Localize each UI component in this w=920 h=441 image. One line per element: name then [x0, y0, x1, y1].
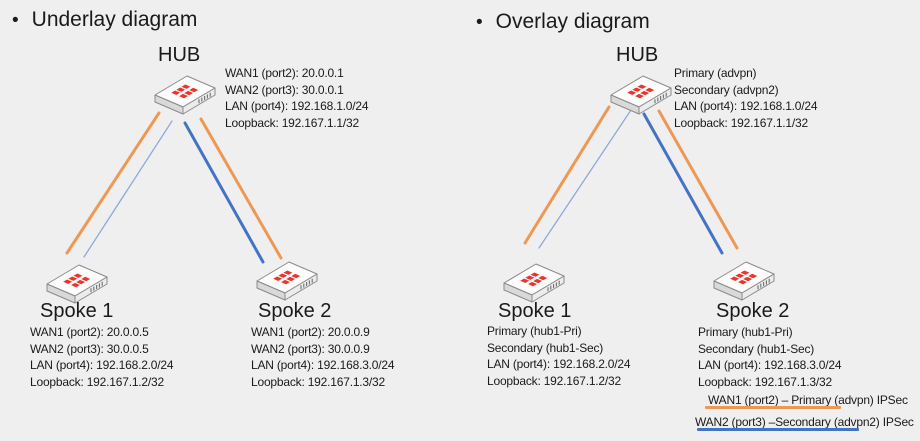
underlay-title-text: Underlay diagram	[31, 8, 198, 31]
legend-item-primary: WAN1 (port2) – Primary (advpn) IPSec	[708, 393, 908, 407]
info-line: Secondary (hub1-Sec)	[487, 340, 604, 355]
bullet-icon: •	[476, 12, 483, 33]
overlay-hub-label: HUB	[616, 44, 659, 66]
router-icon	[608, 71, 674, 117]
router-icon	[501, 259, 567, 305]
info-line: WAN1 (port2): 20.0.0.1	[225, 66, 344, 80]
overlay-spoke1-primary-tunnel-link	[523, 105, 611, 245]
info-line: LAN (port4): 192.168.1.0/24	[674, 99, 818, 113]
underlay-hub-info: WAN1 (port2): 20.0.0.1 WAN2 (port3): 30.…	[225, 65, 369, 131]
overlay-spoke1-info: Primary (hub1-Pri) Secondary (hub1-Sec) …	[487, 323, 631, 389]
underlay-spoke1-info: WAN1 (port2): 20.0.0.5 WAN2 (port3): 30.…	[30, 324, 174, 390]
info-line: Primary (hub1-Pri)	[698, 325, 793, 339]
underlay-title: • Underlay diagram	[12, 8, 197, 32]
legend-primary-color-bar	[705, 406, 841, 409]
info-line: LAN (port4): 192.168.3.0/24	[251, 358, 395, 372]
info-line: WAN1 (port2): 20.0.0.5	[30, 325, 149, 339]
overlay-spoke1-secondary-tunnel-link	[538, 109, 632, 249]
underlay-spoke1-wan2-secondary-link	[83, 120, 173, 258]
underlay-spoke2-wan1-primary-link	[199, 117, 283, 260]
legend-secondary-color-bar	[697, 428, 859, 431]
underlay-spoke2-wan2-secondary-link	[183, 121, 265, 264]
info-line: Loopback: 192.167.1.1/32	[225, 115, 359, 130]
info-line: WAN1 (port2): 20.0.0.9	[251, 325, 370, 339]
info-line: Secondary (hub1-Sec)	[698, 341, 815, 356]
info-line: LAN (port4): 192.168.1.0/24	[225, 99, 369, 113]
info-line: LAN (port4): 192.168.3.0/24	[698, 358, 842, 372]
overlay-spoke2-secondary-tunnel-link	[642, 112, 724, 255]
overlay-title-text: Overlay diagram	[495, 10, 650, 33]
overlay-spoke2-label: Spoke 2	[716, 300, 790, 322]
underlay-spoke1-wan1-primary-link	[65, 111, 161, 255]
overlay-spoke1-label: Spoke 1	[498, 300, 572, 322]
info-line: Loopback: 192.167.1.2/32	[30, 374, 164, 389]
info-line: LAN (port4): 192.168.2.0/24	[30, 358, 174, 372]
info-line: LAN (port4): 192.168.2.0/24	[487, 357, 631, 371]
bullet-icon: •	[12, 10, 19, 31]
info-line: Primary (advpn)	[674, 66, 757, 80]
info-line: Loopback: 192.167.1.1/32	[674, 115, 808, 130]
router-icon	[254, 257, 320, 303]
underlay-spoke2-info: WAN1 (port2): 20.0.0.9 WAN2 (port3): 30.…	[251, 324, 395, 390]
overlay-spoke2-info: Primary (hub1-Pri) Secondary (hub1-Sec) …	[698, 324, 842, 390]
info-line: Secondary (advpn2)	[674, 82, 779, 97]
info-line: WAN2 (port3): 30.0.0.5	[30, 341, 149, 356]
info-line: WAN2 (port3): 30.0.0.9	[251, 341, 370, 356]
info-line: WAN2 (port3): 30.0.0.1	[225, 82, 344, 97]
legend-item-secondary: WAN2 (port3) –Secondary (advpn2) IPSec	[695, 415, 914, 429]
info-line: Loopback: 192.167.1.2/32	[487, 373, 621, 388]
router-icon	[711, 257, 777, 303]
router-icon	[152, 71, 218, 117]
overlay-hub-info: Primary (advpn) Secondary (advpn2) LAN (…	[674, 65, 818, 131]
overlay-spoke2-primary-tunnel-link	[657, 109, 739, 250]
info-line: Loopback: 192.167.1.3/32	[251, 374, 385, 389]
overlay-title: • Overlay diagram	[476, 10, 650, 34]
info-line: Primary (hub1-Pri)	[487, 324, 582, 338]
info-line: Loopback: 192.167.1.3/32	[698, 374, 832, 389]
underlay-hub-label: HUB	[158, 44, 201, 66]
underlay-spoke1-label: Spoke 1	[40, 300, 114, 322]
underlay-spoke2-label: Spoke 2	[258, 300, 332, 322]
